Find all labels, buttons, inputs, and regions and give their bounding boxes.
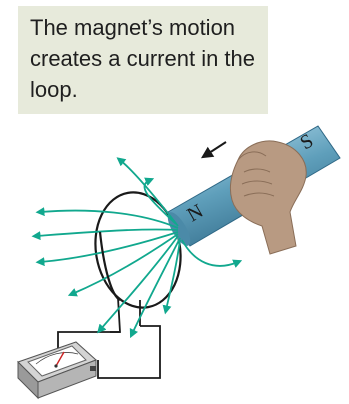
field-line	[36, 229, 178, 236]
galvanometer-icon	[18, 342, 96, 398]
field-line	[72, 234, 178, 294]
motion-arrow-icon	[206, 142, 226, 155]
field-line	[40, 211, 178, 228]
hand-icon	[230, 141, 306, 254]
